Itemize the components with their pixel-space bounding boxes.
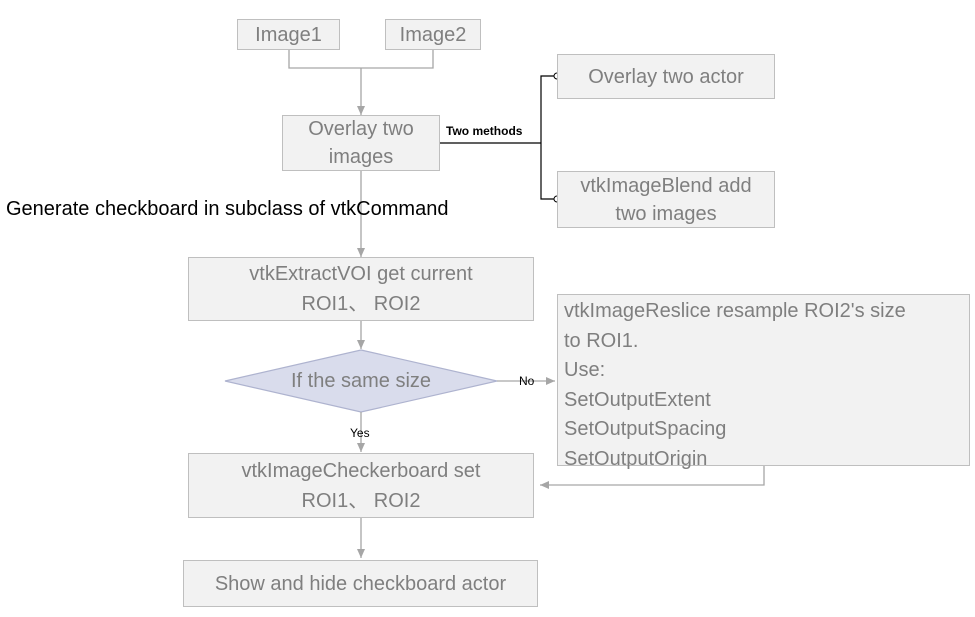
show-hide-label: Show and hide checkboard actor (214, 572, 507, 595)
image1-label: Image1 (255, 23, 322, 46)
checkerboard-line-1: vtkImageCheckerboard set (241, 459, 481, 482)
extract-voi-line-2: ROI1、 ROI2 (301, 293, 421, 315)
reslice-line-4: SetOutputExtent (564, 388, 711, 411)
overlay-two-actor-box: Overlay two actor (557, 54, 775, 99)
image1-box: Image1 (237, 19, 340, 50)
decision-label: If the same size (290, 369, 432, 392)
connector-image1-merge (288, 50, 434, 69)
overlay-two-images-line-2: images (328, 146, 394, 168)
reslice-line-1: vtkImageReslice resample ROI2's size (564, 300, 906, 322)
bracket-two-methods (540, 75, 556, 200)
no-label: No (519, 374, 535, 388)
overlay-two-images-box: Overlay two images (282, 115, 440, 171)
heading-label: Generate checkboard in subclass of vtkCo… (6, 198, 449, 220)
checkerboard-line-2: ROI1、 ROI2 (301, 489, 421, 512)
reslice-line-2: to ROI1. (564, 329, 639, 352)
overlay-two-images-line-1: Overlay two (308, 118, 414, 140)
show-hide-box: Show and hide checkboard actor (183, 560, 538, 607)
image2-label: Image2 (399, 23, 467, 46)
two-methods-label: Two methods (446, 124, 523, 138)
overlay-two-actor-label: Overlay two actor (588, 65, 744, 88)
extract-voi-line-1: vtkExtractVOI get current (249, 263, 473, 285)
image-blend-line-2: two images (615, 202, 717, 225)
reslice-line-3: Use: (564, 359, 606, 381)
image-blend-line-1: vtkImageBlend add (580, 174, 752, 197)
reslice-line-5: SetOutputSpacing (564, 418, 727, 440)
image-blend-box: vtkImageBlend add two images (557, 171, 775, 228)
image2-box: Image2 (385, 19, 481, 50)
checkerboard-box: vtkImageCheckerboard set ROI1、 ROI2 (188, 453, 534, 518)
arrow-reslice-to-checkerboard (540, 466, 765, 489)
extract-voi-box: vtkExtractVOI get current ROI1、 ROI2 (188, 257, 534, 321)
yes-label: Yes (350, 426, 370, 440)
reslice-box: vtkImageReslice resample ROI2's size to … (557, 294, 970, 470)
reslice-line-6: SetOutputOrigin (564, 447, 708, 470)
